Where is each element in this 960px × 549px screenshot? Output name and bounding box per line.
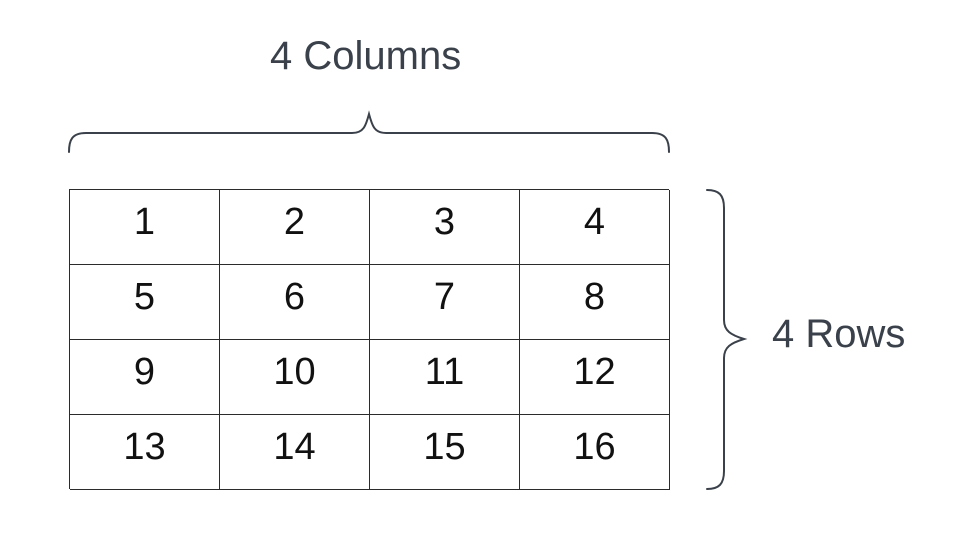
grid-cell: 3 [370,190,520,265]
grid-cell: 6 [220,265,370,340]
grid-cell: 7 [370,265,520,340]
grid-cell: 1 [70,190,220,265]
grid-cell: 4 [520,190,670,265]
rows-label: 4 Rows [772,312,906,356]
grid-cell: 2 [220,190,370,265]
grid-cell: 10 [220,340,370,415]
grid-cell: 15 [370,415,520,490]
grid-cell: 13 [70,415,220,490]
grid-cell: 8 [520,265,670,340]
columns-label: 4 Columns [270,34,462,78]
grid-cell: 16 [520,415,670,490]
grid-cell: 5 [70,265,220,340]
grid-cell: 14 [220,415,370,490]
grid-cell: 12 [520,340,670,415]
grid-cell: 9 [70,340,220,415]
grid-cell: 11 [370,340,520,415]
